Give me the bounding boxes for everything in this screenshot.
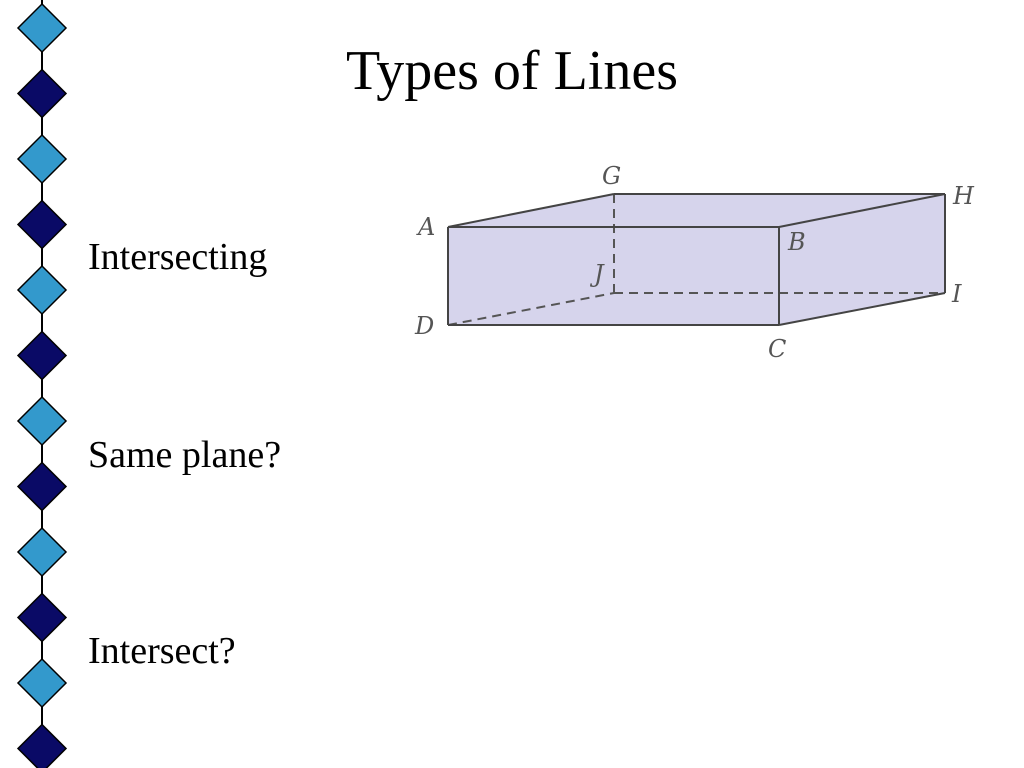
visible-edges — [447, 193, 946, 326]
top-face — [448, 194, 945, 227]
chain-diamond — [16, 133, 68, 185]
chain-diamond — [16, 723, 68, 768]
bullet-same-plane: Same plane? — [88, 434, 282, 476]
vertex-label-a: A — [416, 213, 435, 241]
vertex-label-h: H — [952, 182, 975, 210]
chain-diamonds — [16, 2, 68, 768]
chain-diamond — [16, 199, 68, 250]
bullet-intersecting: Intersecting — [88, 236, 268, 278]
chain-diamond — [16, 68, 68, 119]
chain-diamond — [16, 461, 68, 512]
chain-diamond — [16, 395, 68, 447]
vertex-label-b: B — [787, 228, 806, 256]
vertex-label-i: I — [951, 280, 962, 308]
edge-ag — [447, 193, 615, 228]
vertex-label-c: C — [768, 335, 786, 363]
slide-title: Types of Lines — [345, 40, 678, 102]
edge-ci — [778, 292, 946, 326]
vertex-label-g: G — [602, 162, 621, 190]
chain-diamond — [16, 657, 68, 709]
edge-dj — [447, 292, 615, 326]
chain-diamond — [16, 330, 68, 381]
chain-diamond — [16, 592, 68, 643]
chain-diamond — [16, 2, 68, 54]
chain-diamond — [16, 264, 68, 316]
edge-bh — [778, 193, 946, 228]
diamond-chain-decoration — [16, 0, 68, 768]
vertex-label-d: D — [414, 312, 434, 340]
rectangular-prism-figure: A B C D G H I J — [414, 162, 975, 363]
bullet-intersect: Intersect? — [88, 630, 236, 672]
chain-diamond — [16, 526, 68, 578]
